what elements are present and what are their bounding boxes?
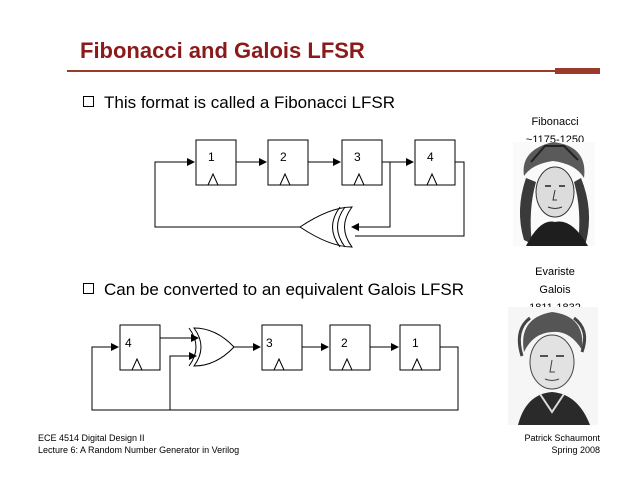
fib-register-1-label: 1 [208, 150, 215, 164]
galois-caption-first: Evariste [535, 266, 575, 278]
galois-portrait [508, 307, 598, 425]
gal-xor-gate [188, 327, 235, 367]
fib-register-2: 2 [267, 139, 309, 186]
bullet-galois: Can be converted to an equivalent Galois… [83, 280, 464, 300]
gal-register-4: 4 [119, 324, 161, 371]
title-underline [67, 70, 600, 72]
fibonacci-portrait [513, 142, 595, 246]
gal-register-1: 1 [399, 324, 441, 371]
footer-left: ECE 4514 Digital Design II Lecture 6: A … [38, 432, 239, 456]
gal-register-3-label: 3 [266, 336, 273, 350]
fib-tap-4 [355, 161, 465, 237]
fib-register-1: 1 [195, 139, 237, 186]
bullet-fibonacci: This format is called a Fibonacci LFSR [83, 93, 395, 113]
gal-tap [169, 352, 197, 410]
gal-feedback [91, 343, 459, 411]
fib-xor-gate [299, 206, 353, 248]
footer-term: Spring 2008 [551, 445, 600, 455]
fib-register-4: 4 [414, 139, 456, 186]
fibonacci-caption-name: Fibonacci [531, 116, 579, 128]
bullet-box-icon [83, 96, 94, 107]
gal-register-3: 3 [261, 324, 303, 371]
slide-title: Fibonacci and Galois LFSR [80, 38, 365, 63]
title-underline-accent [555, 68, 600, 74]
fib-register-4-label: 4 [427, 150, 434, 164]
footer-course: ECE 4514 Digital Design II [38, 433, 145, 443]
fib-feedback [154, 158, 300, 228]
galois-caption-last: Galois [539, 284, 571, 296]
bullet-galois-text: Can be converted to an equivalent Galois… [104, 280, 465, 299]
gal-register-2-label: 2 [341, 336, 348, 350]
fib-register-2-label: 2 [280, 150, 287, 164]
gal-register-4-label: 4 [125, 336, 132, 350]
bullet-fibonacci-text: This format is called a Fibonacci LFSR [104, 93, 395, 112]
footer-right: Patrick Schaumont Spring 2008 [524, 432, 600, 456]
fibonacci-lfsr: 1 2 3 4 [154, 139, 465, 248]
footer-author: Patrick Schaumont [524, 433, 600, 443]
footer-lecture: Lecture 6: A Random Number Generator in … [38, 445, 240, 455]
fib-register-3: 3 [341, 139, 383, 186]
galois-lfsr: 4 3 2 1 [91, 324, 459, 411]
fib-tap-3 [351, 162, 391, 231]
bullet-box-icon [83, 283, 94, 294]
fib-register-3-label: 3 [354, 150, 361, 164]
gal-register-2: 2 [329, 324, 371, 371]
gal-register-1-label: 1 [412, 336, 419, 350]
